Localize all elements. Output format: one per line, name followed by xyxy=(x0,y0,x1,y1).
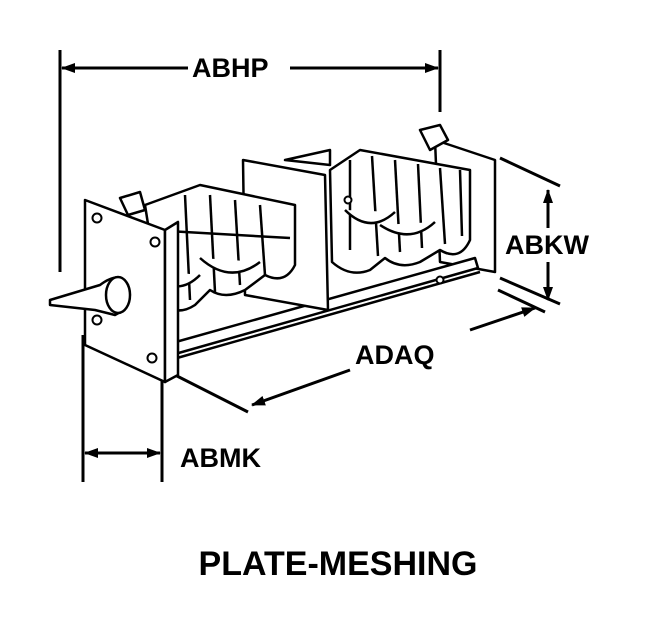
mounting-holes xyxy=(91,195,445,364)
dimension-label-abhp: ABHP xyxy=(192,53,269,83)
rear-plates xyxy=(328,148,472,274)
dimension-label-adaq: ADAQ xyxy=(355,340,435,370)
dimension-lines xyxy=(58,50,561,482)
dimension-label-abkw: ABKW xyxy=(505,230,589,260)
dimension-label-abmk: ABMK xyxy=(180,443,261,473)
capacitor-body xyxy=(48,123,497,384)
front-plates xyxy=(143,183,297,312)
diagram-title: PLATE-MESHING xyxy=(198,545,478,583)
